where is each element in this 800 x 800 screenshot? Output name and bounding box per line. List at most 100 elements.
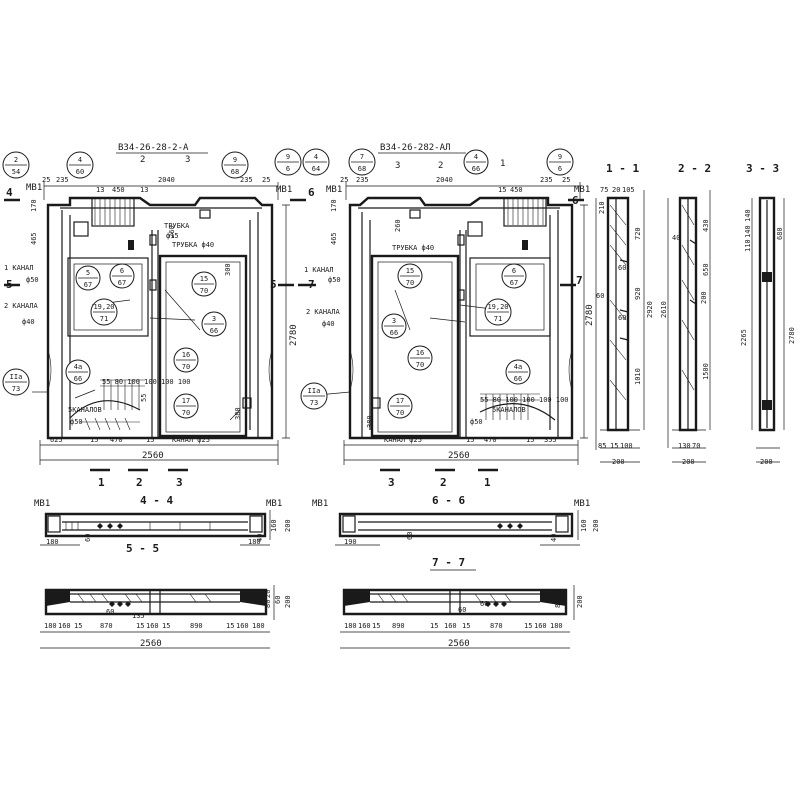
dim: 15 (524, 622, 532, 630)
section-title: 6 - 6 (432, 494, 465, 507)
section-2-2 (667, 190, 711, 463)
callout-sheet: 67 (510, 279, 518, 287)
dim: 450 (112, 186, 125, 194)
label: ТРУБКА ф40 (172, 241, 214, 249)
callout-num: 9 (286, 153, 290, 161)
callout-num: 17 (182, 397, 190, 405)
callout-sheet: 66 (472, 165, 480, 173)
dim-total: 2560 (142, 451, 164, 461)
dim: 470 (110, 436, 123, 444)
section-title: 4 - 4 (140, 494, 173, 507)
dim: 60 (84, 534, 92, 542)
cut-mark-7r: 7 (576, 274, 583, 287)
dim: 160 (270, 519, 278, 532)
callout-num: 19,20 (93, 303, 114, 311)
label: 55 80 100 100 100 100 (480, 396, 569, 404)
cut-mark-1b: 1 (98, 476, 105, 489)
dim: 60 (596, 292, 604, 300)
callout-sheet: 70 (406, 279, 414, 287)
callout-num: 17 (396, 397, 404, 405)
callout-9-6: 9 6 (274, 148, 302, 176)
dim: 260 (168, 225, 176, 238)
callout-sheet: 70 (182, 409, 190, 417)
dim: 380 (234, 407, 242, 420)
label: 2 КАНАЛА (306, 308, 341, 316)
callout-sheet: 66 (390, 329, 398, 337)
callout-num: 16 (182, 351, 190, 359)
dim: 380 (366, 415, 374, 428)
callout-17-70-r: 17 70 (387, 393, 413, 419)
dim: 40 (256, 534, 264, 542)
dim-total: 2560 (448, 451, 470, 461)
dim: 15 (226, 622, 234, 630)
dim: 180 (550, 622, 563, 630)
label: 5КАНАЛОВ (68, 406, 102, 414)
cut-mark-1r: 1 (500, 159, 505, 169)
dim: 15 (136, 622, 144, 630)
dim: 15 (162, 622, 170, 630)
callout-6-67-r: 6 67 (501, 263, 527, 289)
dim: 235 (240, 176, 253, 184)
callout-num: 3 (392, 317, 396, 325)
callout-num: 5 (86, 269, 90, 277)
dim: 140 (744, 225, 752, 238)
dimension-lines (4, 182, 588, 472)
dim: 465 (330, 232, 338, 245)
dim: 110 (744, 239, 752, 252)
dim: 625 (50, 436, 63, 444)
section-3-3 (751, 196, 785, 463)
callout-sheet: 60 (76, 168, 84, 176)
callout-num: 15 (200, 275, 208, 283)
cut-mark-1rb: 1 (484, 476, 491, 489)
callout-9-6b: 9 6 (546, 148, 574, 176)
section-title: 5 - 5 (126, 542, 159, 555)
dim: 200 (284, 519, 292, 532)
cut-mark-2rb: 2 (440, 476, 447, 489)
dim: 1500 (702, 363, 710, 380)
label: 1 КАНАЛ (304, 266, 334, 274)
cut-mark-6: 6 (308, 186, 315, 199)
callout-19-20-71: 19,20 71 (90, 298, 118, 326)
callout-num: 6 (120, 267, 124, 275)
callout-16-70-r: 16 70 (407, 345, 433, 371)
cut-mark-3: 3 (185, 155, 190, 165)
label: ф50 (70, 418, 83, 426)
callout-sheet: 6 (558, 165, 562, 173)
dim: 2265 (740, 329, 748, 346)
dim: 160 (444, 622, 457, 630)
callout-4-64: 4 64 (302, 148, 330, 176)
dim: 70 (692, 442, 700, 450)
label: ф50 (328, 276, 341, 284)
callout-num: 9 (558, 153, 562, 161)
dim: 80 (554, 600, 562, 608)
dim: 15 (610, 442, 618, 450)
dim: 180 (44, 622, 57, 630)
dim: 300 (224, 263, 232, 276)
dim: 235 (540, 176, 553, 184)
callout-17-70: 17 70 (173, 393, 199, 419)
dim: 140 (744, 209, 752, 222)
dim: 60 (406, 532, 414, 540)
callout-6-67: 6 67 (109, 263, 135, 289)
dim: 15 (462, 622, 470, 630)
cut-mark-5r: 5 (270, 278, 277, 291)
cut-mark-3b: 3 (176, 476, 183, 489)
label: ТРУБКА (164, 222, 190, 230)
callout-num: 4 (314, 153, 318, 161)
dim: 160 (58, 622, 71, 630)
callout-2-54: 2 54 (2, 151, 30, 179)
cut-mark-2: 2 (140, 155, 145, 165)
label: ф15 (166, 232, 179, 240)
dim: 60 (106, 608, 114, 616)
mb-label: МВ1 (312, 499, 328, 509)
dim: 100 (620, 442, 633, 450)
dim: 200 (612, 458, 625, 466)
dim: 235 (356, 176, 369, 184)
dim: 160 (236, 622, 249, 630)
dim: 105 (622, 186, 635, 194)
label: 55 80 100 100 100 100 (102, 378, 191, 386)
callout-IIa-73-r: IIа 73 (300, 382, 328, 410)
dim: 60 (274, 596, 282, 604)
dim: 210 (598, 201, 606, 214)
